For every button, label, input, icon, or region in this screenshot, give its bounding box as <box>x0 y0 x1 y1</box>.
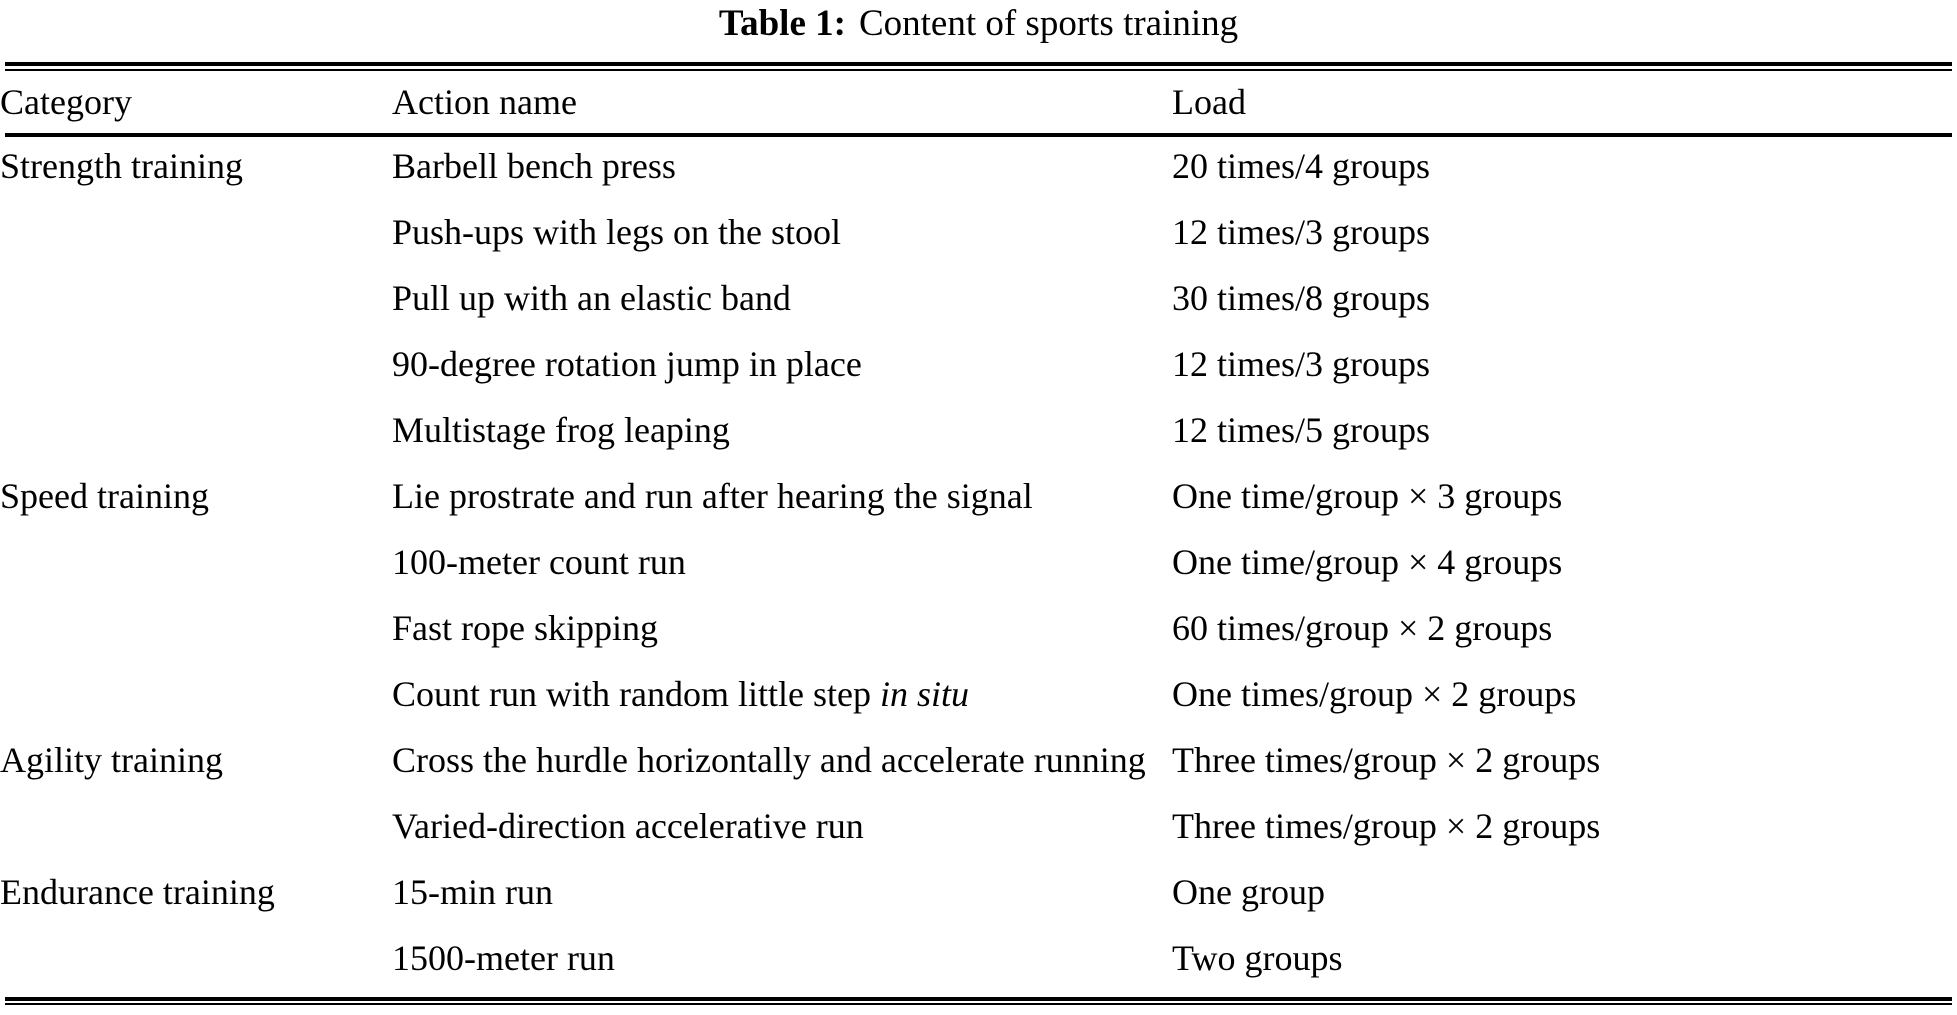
cell-load: 20 times/4 groups <box>1172 146 1430 186</box>
cell-load: 12 times/5 groups <box>1172 410 1430 450</box>
cell-action-name: Push-ups with legs on the stool <box>392 212 842 252</box>
cell-category <box>0 793 392 859</box>
cell-action-name: Varied-direction accelerative run <box>392 806 864 846</box>
cell-category <box>0 331 392 397</box>
table-header-row: Category Action name Load <box>0 71 1957 133</box>
column-header-action-name: Action name <box>392 82 577 122</box>
table-row: Fast rope skipping 60 times/group × 2 gro… <box>0 595 1957 661</box>
cell-category <box>0 529 392 595</box>
cell-load: One times/group × 2 groups <box>1172 674 1577 714</box>
table-caption: Table 1: Content of sports training <box>0 0 1957 48</box>
cell-category <box>0 595 392 661</box>
action-italic-term: in situ <box>879 674 969 714</box>
cell-action-name: 90-degree rotation jump in place <box>392 344 862 384</box>
cell-category <box>0 199 392 265</box>
cell-category: Agility training <box>0 740 223 780</box>
table-row: Push-ups with legs on the stool 12 times/… <box>0 199 1957 265</box>
table-row: Strength training Barbell bench press 20 t… <box>0 133 1957 199</box>
table-row: Count run with random little step in sit… <box>0 661 1957 727</box>
table-row: Varied-direction accelerative run Three t… <box>0 793 1957 859</box>
table-body: Strength training Barbell bench press 20 t… <box>0 133 1957 991</box>
cell-load: Two groups <box>1172 938 1343 978</box>
cell-load: Three times/group × 2 groups <box>1172 806 1601 846</box>
table-caption-label: Table 1: <box>718 3 846 44</box>
cell-category <box>0 265 392 331</box>
cell-load: 60 times/group × 2 groups <box>1172 608 1553 648</box>
table-header: Category Action name Load <box>0 71 1957 133</box>
cell-load: One group <box>1172 872 1325 912</box>
cell-action-name: Count run with random little step in sit… <box>392 674 969 714</box>
cell-category: Strength training <box>0 146 243 186</box>
cell-load: 12 times/3 groups <box>1172 212 1430 252</box>
sports-training-table: Category Action name Load Strength train… <box>0 71 1957 991</box>
cell-load: One time/group × 4 groups <box>1172 542 1563 582</box>
table-row: Agility training Cross the hurdle horizon… <box>0 727 1957 793</box>
cell-action-name: Fast rope skipping <box>392 608 658 648</box>
cell-action-name: Pull up with an elastic band <box>392 278 791 318</box>
cell-action-name: 100-meter count run <box>392 542 686 582</box>
cell-action-name: 15-min run <box>392 872 553 912</box>
table-row: 1500-meter run Two groups <box>0 925 1957 991</box>
cell-category <box>0 925 392 991</box>
cell-action-name: 1500-meter run <box>392 938 615 978</box>
cell-category: Speed training <box>0 476 209 516</box>
table-bottom-rule-thin <box>5 1003 1952 1005</box>
table-row: 100-meter count run One time/group × 4 gr… <box>0 529 1957 595</box>
cell-action-name: Cross the hurdle horizontally and accele… <box>392 740 1146 780</box>
table-row: Pull up with an elastic band 30 times/8 g… <box>0 265 1957 331</box>
cell-load: 30 times/8 groups <box>1172 278 1430 318</box>
table-header-rule <box>5 133 1952 137</box>
column-header-load: Load <box>1172 82 1246 122</box>
table-caption-text: Content of sports training <box>858 3 1239 44</box>
table-top-rule-thin <box>5 69 1952 71</box>
cell-load: Three times/group × 2 groups <box>1172 740 1601 780</box>
table-top-rule <box>5 62 1952 66</box>
table-bottom-rule <box>5 997 1952 1001</box>
table-row: Endurance training 15-min run One group <box>0 859 1957 925</box>
table-row: Multistage frog leaping 12 times/5 groups <box>0 397 1957 463</box>
cell-load: One time/group × 3 groups <box>1172 476 1563 516</box>
cell-category <box>0 397 392 463</box>
cell-category: Endurance training <box>0 872 275 912</box>
cell-action-name: Multistage frog leaping <box>392 410 730 450</box>
table-row: Speed training Lie prostrate and run afte… <box>0 463 1957 529</box>
table-row: 90-degree rotation jump in place 12 times… <box>0 331 1957 397</box>
cell-category <box>0 661 392 727</box>
cell-action-name: Lie prostrate and run after hearing the … <box>392 476 1033 516</box>
column-header-category: Category <box>0 82 132 122</box>
cell-load: 12 times/3 groups <box>1172 344 1430 384</box>
cell-action-name: Barbell bench press <box>392 146 676 186</box>
